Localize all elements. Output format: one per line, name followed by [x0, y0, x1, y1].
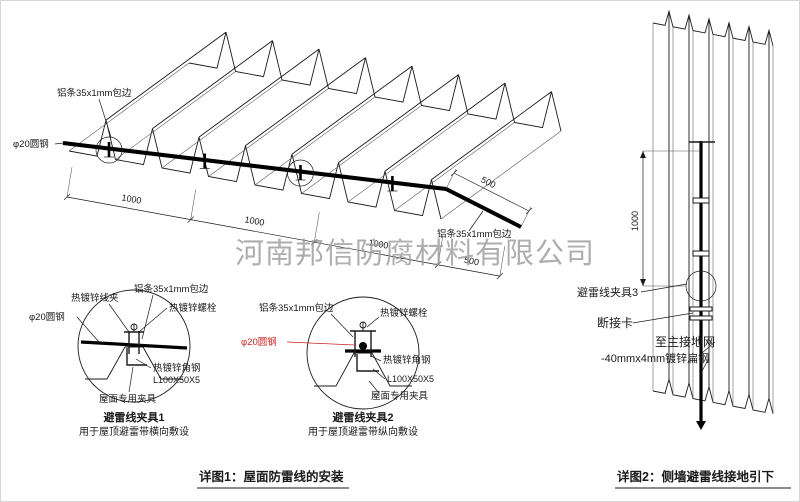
- company-watermark: 河南邦信防腐材料有限公司: [235, 237, 595, 270]
- disconnect-plate-bottom: [689, 315, 713, 321]
- detail1-label-angle-size: L100X50X5: [153, 375, 200, 385]
- detail2-title: 避雷线夹具2: [332, 410, 393, 424]
- detail2-label-bolt: 热镀锌螺栓: [380, 307, 428, 319]
- detail2-label-roof-clamp: 屋面专用夹具: [371, 390, 429, 402]
- detail2-angle-steel: [356, 354, 379, 372]
- detail1-subtitle: 用于屋顶避雷带横向敷设: [79, 425, 189, 438]
- label-to-ground: 至主接地网: [655, 334, 715, 349]
- label-flat-steel: -40mmx4mm镀锌扁钢: [601, 351, 709, 365]
- label-aluminium-strip-right: 铝条35x1mm包边: [437, 228, 512, 240]
- detail1-label-bolt: 热镀锌螺栓: [169, 302, 217, 314]
- label-aluminium-strip-top: 铝条35x1mm包边: [57, 87, 132, 99]
- dimension-right-500: 500: [445, 168, 533, 228]
- detail2-wire-section: [359, 342, 367, 350]
- to-ground-arrow: [696, 421, 706, 430]
- detail2-subtitle: 用于屋顶避雷带纵向敷设: [308, 425, 418, 438]
- disconnect-plate-top: [689, 306, 713, 312]
- wall-leaders: [632, 283, 716, 374]
- caption-detail1-text: 详图1：屋面防雷线的安装: [199, 469, 344, 484]
- detail2-rib-section: [314, 352, 412, 387]
- dim-1000-wall: 1000: [630, 211, 640, 231]
- detail1-circle: [77, 289, 191, 403]
- leader-rod-left: [54, 142, 64, 145]
- roof-back-profile: [188, 31, 562, 132]
- detail1-label-angle: 热镀锌角钢: [153, 362, 201, 374]
- detail1-label-roof-clamp: 屋面专用夹具: [99, 393, 157, 405]
- detail2-circle: [306, 296, 420, 410]
- leader-strip-right: [468, 210, 484, 232]
- wall-callout-circle: [685, 270, 717, 302]
- detail1-label-strip: 铝条35x1mm包边: [134, 283, 209, 295]
- label-clamp3: 避雷线夹具3: [577, 285, 638, 299]
- wire-clamp-1: [104, 142, 114, 158]
- wall-view: 1000 避雷线夹具3 断接卡 至主接地网 -40mmx4mm镀锌扁钢: [577, 9, 774, 430]
- dim-500-right: 500: [479, 174, 497, 190]
- roof-front-profile: [68, 119, 442, 220]
- wire-clamp-4: [387, 176, 398, 192]
- detail2-label-angle-size: L100X50X5: [387, 374, 434, 384]
- dim-1000-a: 1000: [121, 192, 143, 205]
- detail1-wire: [80, 340, 188, 350]
- detail1-leaders: [76, 294, 168, 393]
- detail1-angle-steel: [126, 348, 147, 366]
- detail2-leaders: [330, 313, 386, 394]
- label-round-steel-main: φ20圆钢: [13, 138, 49, 150]
- caption-detail1: 详图1：屋面防雷线的安装: [197, 469, 349, 489]
- detail-1-view: 热镀锌线夹 铝条35x1mm包边 热镀锌螺栓 φ20圆钢 热镀锌角钢 L100X…: [29, 283, 217, 438]
- detail2-callout-circle: [287, 159, 314, 187]
- roof-isometric-view: 铝条35x1mm包边 铝条35x1mm包边 φ20圆钢 1000 1000 10…: [13, 31, 562, 280]
- detail2-label-rod: φ20圆钢: [241, 336, 277, 348]
- dimension-chain-bottom: 1000 1000 1000 500: [63, 166, 506, 280]
- detail1-label-rod: φ20圆钢: [29, 311, 65, 323]
- wall-rib-lines: [652, 23, 774, 414]
- detail1-callout-circle: [95, 136, 123, 164]
- wall-clamp-b: [692, 250, 710, 257]
- detail1-rib-section: [85, 346, 183, 380]
- roof-valley-lines: [68, 62, 562, 220]
- dimension-wall-1000: 1000: [630, 150, 699, 287]
- detail-2-view: 铝条35x1mm包边 热镀锌螺栓 φ20圆钢 热镀锌角钢 L100X50X5 屋…: [241, 296, 434, 438]
- wall-clamp-a: [692, 197, 710, 204]
- dim-1000-c: 1000: [368, 237, 390, 250]
- detail1-label-clamp: 热镀锌线夹: [71, 292, 119, 304]
- leader-strip-top: [98, 98, 112, 138]
- caption-detail2: 详图2：侧墙避雷线接地引下: [615, 469, 791, 489]
- detail1-title: 避雷线夹具1: [103, 410, 164, 424]
- dim-1000-b: 1000: [244, 214, 266, 227]
- detail2-leader-rod: [286, 341, 356, 346]
- label-disconnect: 断接卡: [597, 315, 633, 330]
- wire-clamp-2: [199, 153, 210, 169]
- caption-detail2-text: 详图2：侧墙避雷线接地引下: [617, 469, 774, 484]
- wire-clamp-3: [295, 165, 306, 181]
- detail2-label-angle: 热镀锌角钢: [383, 354, 431, 366]
- dim-500-d: 500: [463, 255, 480, 268]
- roof-rib-lines: [105, 31, 552, 180]
- detail2-label-strip: 铝条35x1mm包边: [259, 302, 334, 314]
